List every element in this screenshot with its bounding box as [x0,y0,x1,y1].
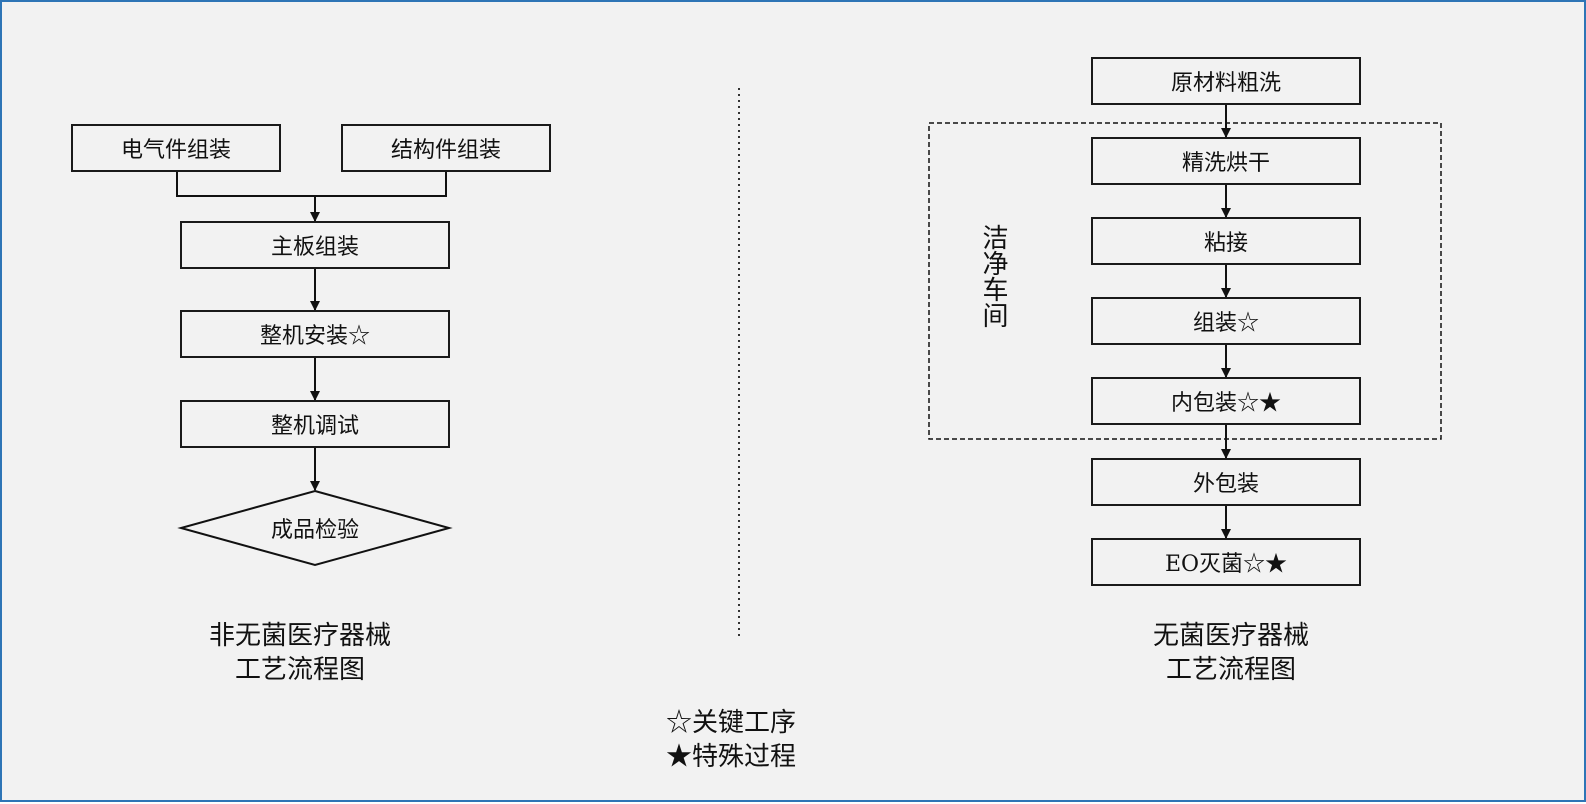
clean-room-label: 洁净车间 [978,224,1008,328]
fine-wash-dry-label: 精洗烘干 [1181,151,1270,176]
right-caption-line2: 工艺流程图 [1165,655,1296,685]
raw-wash-label: 原材料粗洗 [1170,71,1281,96]
left-flow-caption: 非无菌医疗器械 工艺流程图 [165,619,435,687]
eo-sterilization-box: EO灭菌☆★ [1091,538,1361,586]
assembly-label: 组装☆ [1192,311,1259,336]
outer-packaging-label: 外包装 [1192,472,1259,497]
bonding-label: 粘接 [1203,231,1248,256]
right-flow-caption: 无菌医疗器械 工艺流程图 [1096,619,1366,687]
fine-wash-dry-box: 精洗烘干 [1091,137,1361,185]
legend-key-process: ☆关键工序 [666,708,797,738]
structural-assembly-label: 结构件组装 [390,138,501,163]
inner-packaging-label: 内包装☆★ [1170,391,1281,416]
raw-wash-box: 原材料粗洗 [1091,57,1361,105]
left-caption-line1: 非无菌医疗器械 [208,621,391,651]
outer-packaging-box: 外包装 [1091,458,1361,506]
bonding-box: 粘接 [1091,217,1361,265]
eo-sterilization-label: EO灭菌☆★ [1164,552,1288,577]
machine-installation-box: 整机安装☆ [180,310,450,358]
legend: ☆关键工序 ★特殊过程 [666,706,796,774]
machine-debugging-label: 整机调试 [270,414,359,439]
inner-packaging-box: 内包装☆★ [1091,377,1361,425]
structural-assembly-box: 结构件组装 [341,124,551,172]
legend-special-process: ★特殊过程 [666,742,797,772]
inspection-diamond [177,489,453,567]
clean-room-boundary [928,122,1442,440]
right-caption-line1: 无菌医疗器械 [1152,621,1309,651]
assembly-box: 组装☆ [1091,297,1361,345]
electrical-assembly-box: 电气件组装 [71,124,281,172]
product-inspection-label: 成品检验 [270,518,359,543]
electrical-assembly-label: 电气件组装 [120,138,231,163]
machine-installation-label: 整机安装☆ [259,324,370,349]
mainboard-assembly-label: 主板组装 [270,235,359,260]
left-caption-line2: 工艺流程图 [234,655,365,685]
machine-debugging-box: 整机调试 [180,400,450,448]
merge-connector [176,171,447,197]
mainboard-assembly-box: 主板组装 [180,221,450,269]
